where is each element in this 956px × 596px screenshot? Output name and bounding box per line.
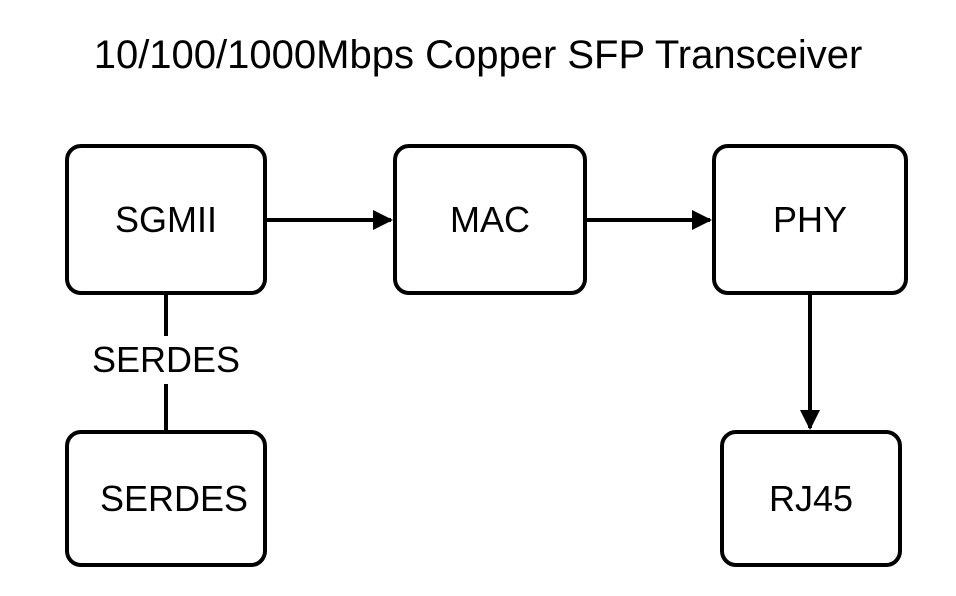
- node-serdes: SERDES: [65, 430, 267, 567]
- node-sgmii-label: SGMII: [115, 199, 217, 240]
- edge-sgmii-serdes-label: SERDES: [92, 339, 240, 380]
- node-mac: MAC: [393, 144, 587, 295]
- node-sgmii: SGMII: [65, 144, 267, 295]
- node-phy-label: PHY: [773, 199, 847, 240]
- node-rj45: RJ45: [720, 430, 902, 567]
- node-mac-label: MAC: [450, 199, 530, 240]
- node-phy: PHY: [712, 144, 908, 295]
- node-rj45-label: RJ45: [769, 478, 853, 519]
- node-serdes-label: SERDES: [100, 478, 248, 519]
- diagram-title: 10/100/1000Mbps Copper SFP Transceiver: [94, 33, 863, 77]
